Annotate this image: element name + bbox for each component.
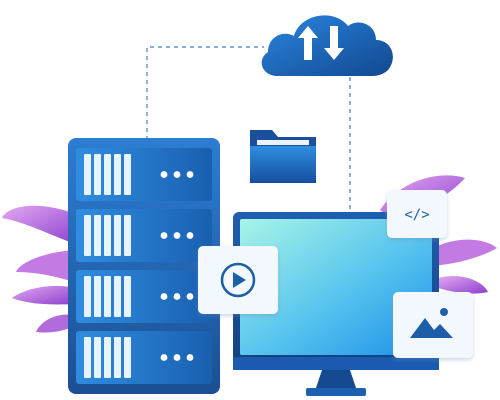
- server-indicator-dot: [173, 232, 181, 239]
- server-indicator-dot: [160, 354, 168, 361]
- server-slot: [84, 337, 91, 378]
- image-card: [393, 292, 473, 358]
- folder-icon: [250, 130, 316, 183]
- server-slot: [104, 337, 111, 378]
- server-indicator-dot: [186, 293, 194, 300]
- server-indicator-dot: [160, 232, 168, 239]
- upload-download-arrows-icon: [298, 26, 344, 60]
- video-card: [198, 246, 278, 314]
- server-rack-icon: [68, 138, 220, 394]
- server-indicator-dot: [173, 171, 181, 178]
- server-slot: [124, 154, 131, 195]
- server-slot: [84, 276, 91, 317]
- server-slot: [104, 276, 111, 317]
- code-card: </>: [387, 190, 447, 238]
- server-unit: [76, 148, 212, 201]
- server-slot: [94, 154, 101, 195]
- server-indicator-dot: [173, 354, 181, 361]
- server-slot: [114, 154, 121, 195]
- server-indicator-dot: [173, 293, 181, 300]
- server-indicator-dot: [186, 232, 194, 239]
- server-indicator-dot: [186, 354, 194, 361]
- server-slot: [124, 337, 131, 378]
- server-slot: [124, 215, 131, 256]
- server-slot: [104, 154, 111, 195]
- server-slot: [84, 154, 91, 195]
- code-icon: </>: [404, 207, 429, 223]
- server-slot: [124, 276, 131, 317]
- server-slot: [94, 337, 101, 378]
- server-slot: [114, 337, 121, 378]
- server-slot: [84, 215, 91, 256]
- server-indicator-dot: [160, 293, 168, 300]
- monitor-icon: [233, 212, 439, 396]
- leaf-decoration-left: [2, 205, 78, 333]
- server-slot: [94, 215, 101, 256]
- connection-lines: [146, 46, 351, 214]
- server-indicator-dot: [186, 171, 194, 178]
- server-unit: [76, 270, 212, 323]
- play-video-icon: [220, 262, 256, 298]
- server-slot: [94, 276, 101, 317]
- cloud-icon: [261, 15, 393, 76]
- image-icon: [410, 308, 453, 338]
- server-slot: [104, 215, 111, 256]
- server-unit: [76, 209, 212, 262]
- server-slot: [114, 215, 121, 256]
- server-unit: [76, 331, 212, 384]
- server-slot: [114, 276, 121, 317]
- server-indicator-dot: [160, 171, 168, 178]
